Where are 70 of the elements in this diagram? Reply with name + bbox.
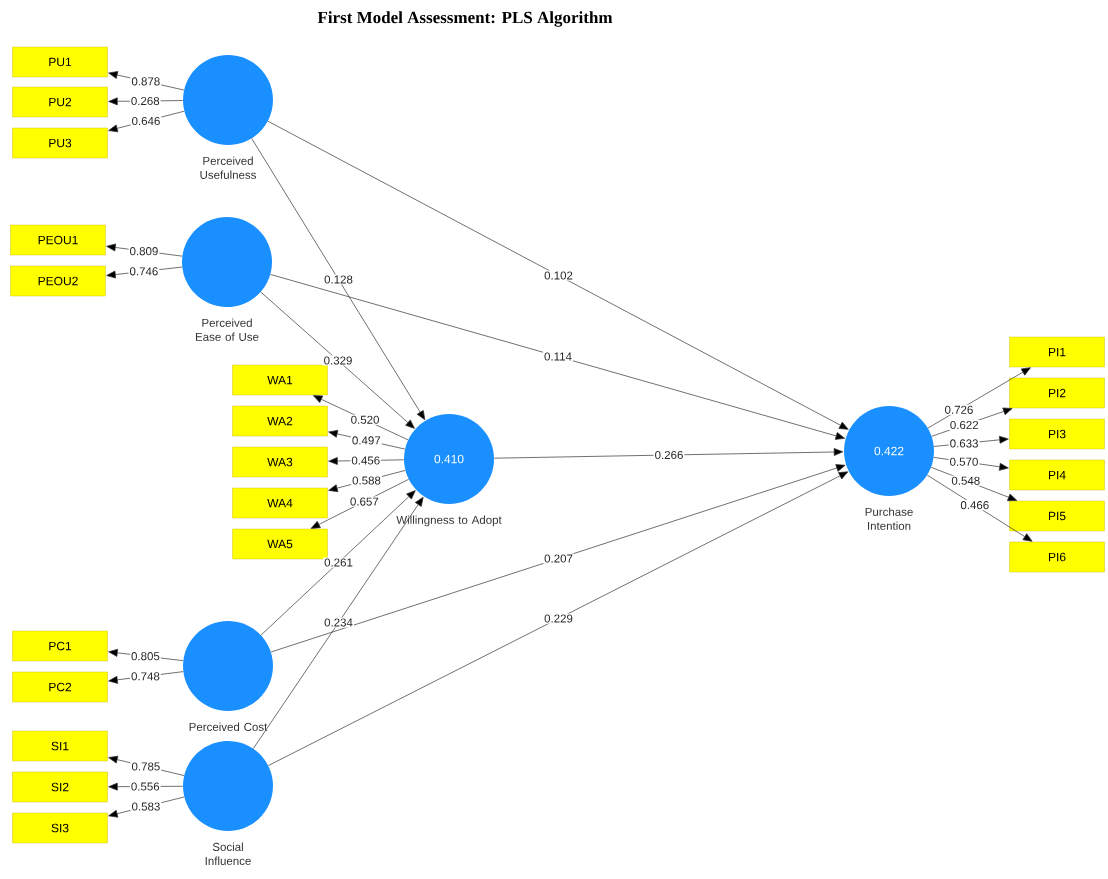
- indicator-box: PI4: [1009, 459, 1105, 491]
- arrow: [260, 490, 416, 636]
- indicator-box: PU1: [12, 46, 108, 78]
- arrow: [267, 120, 849, 430]
- indicator-box: PI3: [1009, 418, 1105, 450]
- arrow: [270, 464, 846, 653]
- edge-label: 0.646: [132, 116, 160, 126]
- edge-label: 0.207: [544, 554, 573, 563]
- edge-label: 0.785: [131, 762, 160, 771]
- edge-label: 0.261: [324, 558, 353, 567]
- edge-label: 0.466: [960, 501, 989, 510]
- construct-label: Perceived Cost: [189, 722, 268, 731]
- edge-label: 0.268: [131, 96, 160, 106]
- arrow: [267, 471, 849, 766]
- edge-label: 0.809: [130, 247, 158, 256]
- arrow: [252, 496, 424, 749]
- arrow: [313, 395, 409, 441]
- indicator-box: PI5: [1009, 500, 1105, 532]
- indicator-box: WA4: [232, 487, 328, 519]
- indicator-box: WA2: [232, 405, 328, 437]
- indicator-box: PU2: [12, 86, 108, 118]
- edge-label: 0.266: [655, 450, 683, 460]
- indicator-box: PI1: [1009, 336, 1105, 368]
- edge-label: 0.570: [950, 457, 978, 466]
- indicator-box: SI2: [12, 771, 108, 803]
- edge-label: 0.229: [544, 614, 573, 623]
- indicator-box: PU3: [12, 127, 108, 159]
- indicator-box: WA1: [232, 364, 328, 396]
- edge-label: 0.726: [945, 405, 973, 414]
- indicator-box: PI2: [1009, 377, 1105, 409]
- indicator-box: PEOU2: [10, 265, 106, 297]
- edge-label: 0.114: [544, 352, 572, 361]
- indicator-box: WA3: [232, 446, 328, 478]
- arrow: [926, 474, 1033, 542]
- arrow: [927, 367, 1031, 429]
- edge-label: 0.329: [324, 356, 352, 365]
- edge-label: 0.748: [131, 672, 160, 681]
- title: First Model Assessment: PLS Algorithm: [317, 11, 613, 27]
- construct-label: Social Influence: [205, 842, 251, 865]
- indicator-box: SI3: [12, 812, 108, 844]
- edge-label: 0.234: [324, 618, 353, 627]
- arrow: [493, 448, 844, 459]
- construct-label: Perceived Ease of Use: [196, 318, 259, 341]
- arrow: [251, 138, 426, 421]
- edge-label: 0.456: [351, 456, 380, 465]
- edge-label: 0.520: [351, 415, 379, 424]
- indicator-box: PI6: [1009, 541, 1105, 573]
- edge-label: 0.657: [350, 497, 379, 506]
- indicator-box: PC2: [12, 671, 108, 703]
- edge-label: 0.548: [951, 476, 980, 485]
- indicator-box: PC1: [12, 630, 108, 662]
- edge-label: 0.622: [950, 420, 979, 430]
- construct-label: Purchase Intention: [865, 507, 913, 530]
- arrow: [270, 274, 845, 440]
- edge-label: 0.102: [544, 271, 573, 280]
- indicator-box: SI1: [12, 730, 108, 762]
- edge-label: 0.556: [131, 782, 160, 791]
- construct-label: Perceived Usefulness: [200, 156, 256, 179]
- edge-label: 0.746: [129, 267, 158, 276]
- edge-label: 0.588: [352, 476, 381, 485]
- indicator-box: PEOU1: [10, 224, 106, 256]
- edge-label: 0.497: [352, 436, 381, 445]
- arrow: [260, 291, 415, 429]
- arrow: [310, 478, 409, 529]
- edge-label: 0.583: [132, 802, 160, 811]
- edge-label: 0.805: [131, 652, 160, 661]
- edge-label: 0.878: [131, 77, 160, 86]
- edge-label: 0.128: [324, 275, 353, 284]
- edge-label: 0.633: [950, 439, 978, 448]
- construct-label: Willingness to Adopt: [396, 515, 502, 527]
